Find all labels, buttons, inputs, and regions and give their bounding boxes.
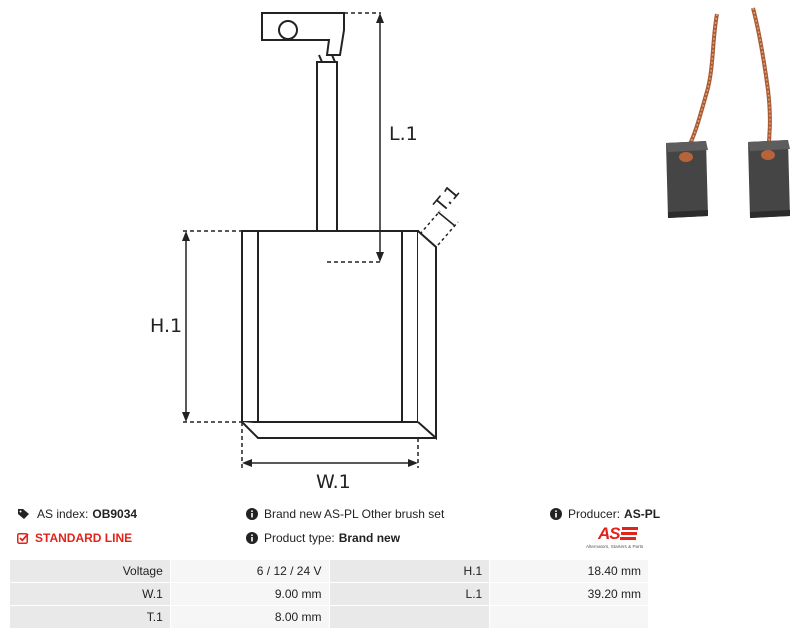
brush-drawing [241, 12, 437, 441]
dimension-lines [182, 12, 459, 468]
product-type-value: Brand new [338, 531, 401, 545]
tags-icon [18, 509, 29, 519]
dim-t1-label: T.1 [429, 181, 464, 217]
technical-drawing: L.1 H.1 W.1 T.1 [150, 7, 790, 493]
spec-value: 8.00 mm [169, 605, 330, 629]
product-photo [666, 7, 790, 218]
spec-label: L.1 [328, 582, 491, 606]
specs-table: Voltage 6 / 12 / 24 V H.1 18.40 mm W.1 9… [9, 559, 649, 629]
product-type-label: Product type: [264, 531, 335, 545]
spec-value: 6 / 12 / 24 V [169, 559, 330, 583]
info-icon [246, 508, 258, 520]
spec-value: 9.00 mm [169, 582, 330, 606]
table-row: W.1 9.00 mm L.1 39.20 mm [9, 582, 649, 606]
as-pl-logo: AS Alternators, Starters & Parts [584, 524, 650, 552]
spec-value [489, 605, 649, 629]
as-index: AS index: OB9034 [17, 507, 137, 521]
spec-label: H.1 [328, 559, 491, 583]
dim-h1-label: H.1 [150, 315, 182, 337]
description: Brand new AS-PL Other brush set [246, 507, 444, 521]
spec-label: W.1 [9, 582, 171, 606]
description-text: Brand new AS-PL Other brush set [264, 507, 445, 521]
product-type: Product type: Brand new [246, 531, 400, 545]
spec-label [328, 605, 491, 629]
logo-stripes [620, 527, 638, 540]
info-icon [550, 508, 562, 520]
dim-l1-label: L.1 [389, 123, 418, 145]
as-index-label: AS index: [37, 507, 89, 521]
logo-tagline: Alternators, Starters & Parts [586, 544, 644, 549]
product-line-label: STANDARD LINE [35, 531, 133, 545]
table-row: T.1 8.00 mm [9, 605, 649, 629]
spec-label: Voltage [9, 559, 171, 583]
product-line: STANDARD LINE [17, 531, 132, 545]
spec-value: 39.20 mm [489, 582, 649, 606]
table-row: Voltage 6 / 12 / 24 V H.1 18.40 mm [9, 559, 649, 583]
producer-label: Producer: [568, 507, 621, 521]
producer: Producer: AS-PL [550, 507, 660, 521]
producer-value: AS-PL [624, 507, 661, 521]
checkbox-icon [17, 533, 29, 544]
info-icon [246, 532, 258, 544]
logo-mark: AS [598, 524, 621, 543]
as-index-value: OB9034 [92, 507, 138, 521]
spec-label: T.1 [9, 605, 171, 629]
spec-value: 18.40 mm [489, 559, 649, 583]
dim-w1-label: W.1 [316, 471, 351, 493]
